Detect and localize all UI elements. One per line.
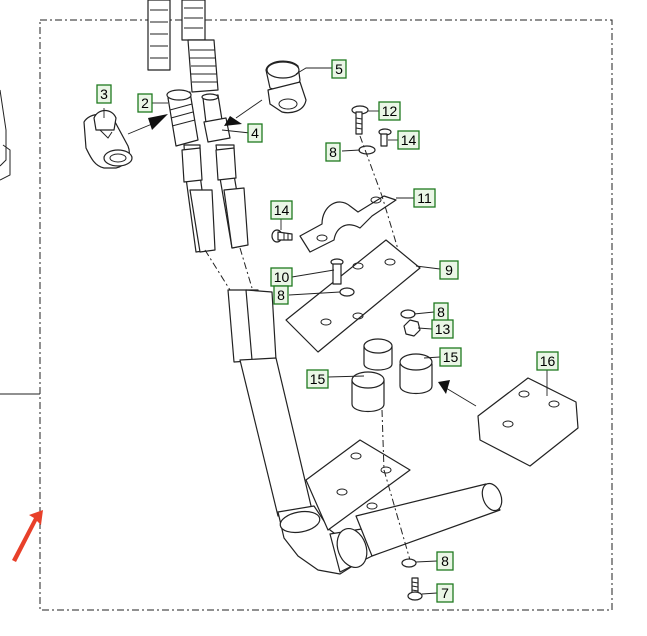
callout-7: 7 [436,583,454,603]
left-edge-partial-part [0,89,11,181]
svg-text:12: 12 [382,103,398,119]
coupler [166,89,199,147]
svg-text:8: 8 [277,287,285,303]
hose-end-fittings [181,147,237,183]
callout-8-mid-left: 8 [273,285,289,305]
callout-5: 5 [331,59,347,79]
clamp-bracket [299,195,397,253]
callout-15-right: 15 [439,347,462,367]
svg-text:15: 15 [443,349,459,365]
svg-text:3: 3 [100,86,108,102]
callout-3: 3 [96,84,112,104]
dust-cap-left [83,109,133,169]
drawing-frame [39,19,613,611]
bolt-12 [351,105,369,135]
leader-lines [103,67,548,595]
red-arrow-marker [12,510,43,562]
rubber-mount-left [351,338,393,413]
callout-8-top: 8 [325,142,341,162]
callout-11: 11 [413,188,436,208]
mounting-plate [285,239,421,353]
callout-12: 12 [378,101,401,121]
bolt-10 [330,258,344,285]
bolt-7 [407,577,423,601]
assembly-arrows [127,99,477,407]
bracket-centre-line [359,135,401,257]
svg-text:14: 14 [401,132,417,148]
dust-cap-right [265,60,307,114]
svg-text:14: 14 [274,202,290,218]
callout-14-top: 14 [397,130,420,150]
callout-16: 16 [536,351,559,371]
callout-15-left: 15 [306,369,329,389]
svg-text:10: 10 [274,269,290,285]
callout-13: 13 [431,319,454,339]
svg-text:8: 8 [437,304,445,320]
hydraulic-hoses [147,0,503,575]
callout-14-left: 14 [270,200,293,220]
lower-support-plate [305,439,411,531]
callout-10: 10 [270,267,293,287]
lower-centre-line [381,409,411,561]
callout-8-mid-right: 8 [433,302,449,322]
washer-mid-left [339,287,355,297]
callout-4: 4 [247,123,263,143]
pad-plate [477,377,579,467]
svg-text:13: 13 [435,321,451,337]
callout-8-bottom: 8 [436,551,454,571]
svg-text:9: 9 [445,262,453,278]
svg-text:8: 8 [441,553,449,569]
svg-text:2: 2 [141,95,149,111]
washer-bottom [401,558,417,568]
bolt-14-left [271,229,293,243]
bolt-14-top [378,128,392,147]
washer-mid-right [400,309,416,319]
svg-text:15: 15 [310,371,326,387]
washer-top [358,145,376,155]
svg-text:11: 11 [417,190,432,206]
rubber-mount-right [399,353,433,395]
callout-9: 9 [439,260,459,280]
svg-text:7: 7 [441,585,449,601]
svg-text:8: 8 [329,144,337,160]
callout-2: 2 [137,93,153,113]
svg-text:4: 4 [251,125,259,141]
nipple-fitting [201,93,231,143]
svg-text:16: 16 [540,353,556,369]
nut-13 [403,319,421,337]
svg-text:5: 5 [335,61,343,77]
